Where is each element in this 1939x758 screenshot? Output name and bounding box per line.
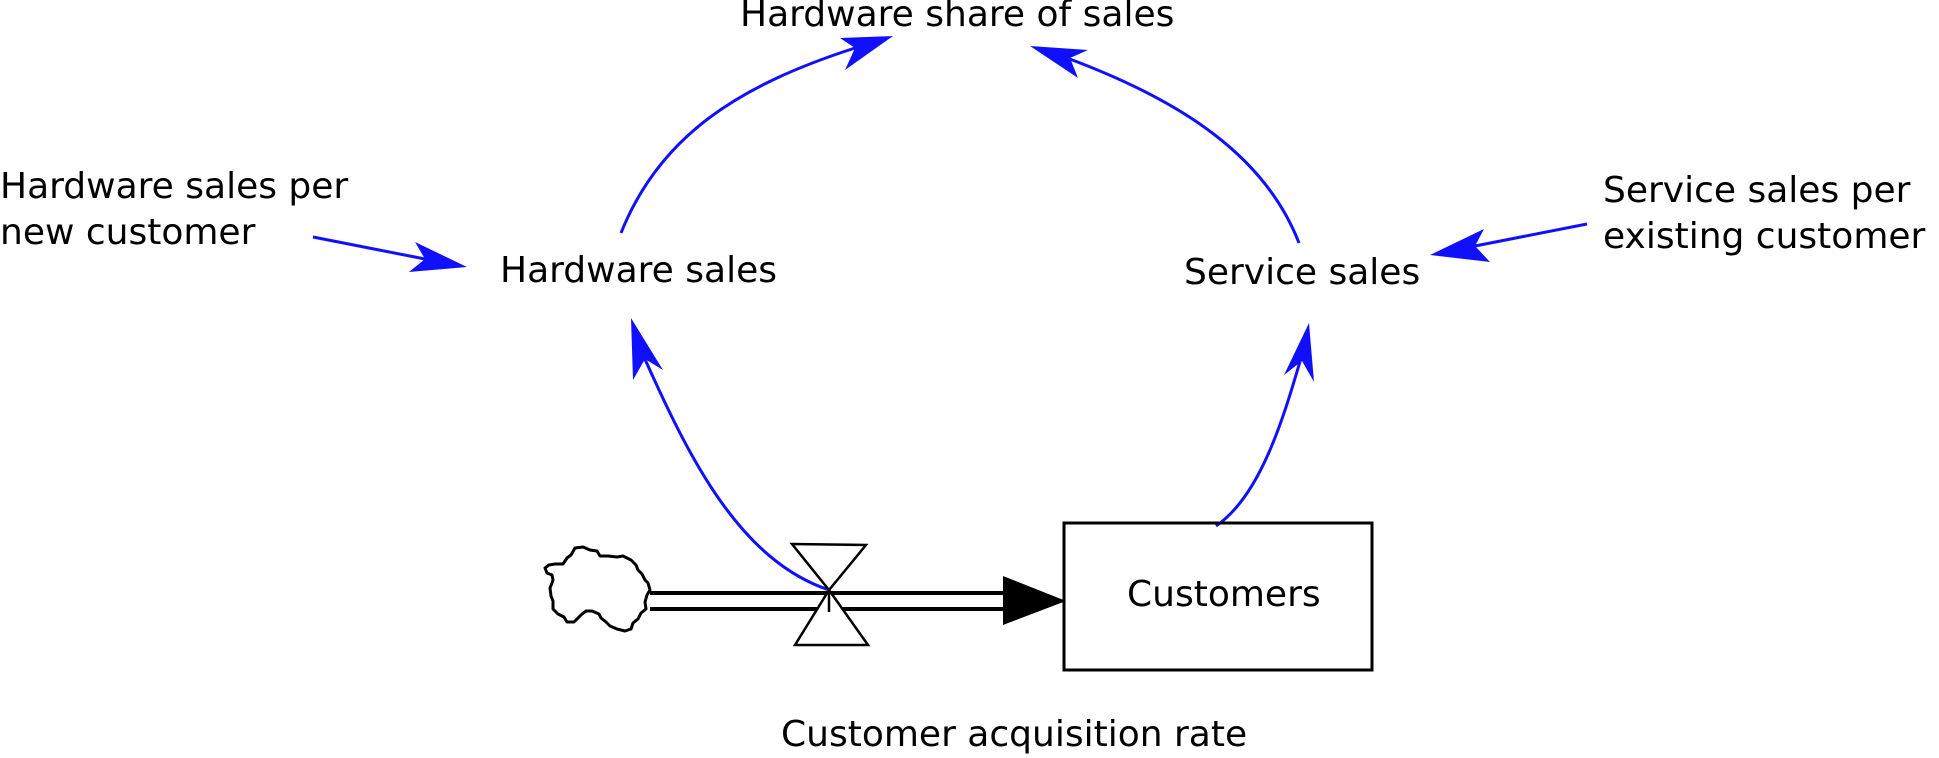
service-sales-label: Service sales bbox=[1184, 252, 1421, 293]
svc-per-customer-line-2: existing customer bbox=[1603, 216, 1926, 257]
link-hardware-sales-to-share bbox=[619, 36, 893, 234]
cloud-icon bbox=[543, 545, 652, 633]
link-svc-per-customer-to-svc-sales bbox=[1430, 222, 1588, 262]
customers-stock-box bbox=[1062, 521, 1374, 672]
hw-sales-per-new-customer-label: Hardware sales per new customer bbox=[0, 164, 348, 256]
svc-sales-per-existing-customer-label: Service sales per existing customer bbox=[1603, 168, 1925, 260]
link-acquisition-rate-to-hw-sales bbox=[631, 318, 830, 592]
hourglass-valve-icon bbox=[789, 542, 871, 647]
link-service-sales-to-share bbox=[1030, 46, 1301, 244]
hw-per-customer-line-1: Hardware sales per bbox=[0, 166, 349, 207]
hardware-sales-label: Hardware sales bbox=[500, 250, 777, 291]
flow-pipe bbox=[650, 576, 1066, 625]
customers-label: Customers bbox=[1127, 574, 1321, 615]
svc-per-customer-line-1: Service sales per bbox=[1603, 170, 1911, 211]
acquisition-rate-label: Customer acquisition rate bbox=[781, 714, 1248, 755]
hardware-share-label: Hardware share of sales bbox=[740, 0, 1175, 35]
hw-per-customer-line-2: new customer bbox=[0, 212, 256, 253]
link-hw-per-customer-to-hw-sales bbox=[312, 235, 467, 272]
link-customers-to-svc-sales bbox=[1215, 323, 1314, 528]
